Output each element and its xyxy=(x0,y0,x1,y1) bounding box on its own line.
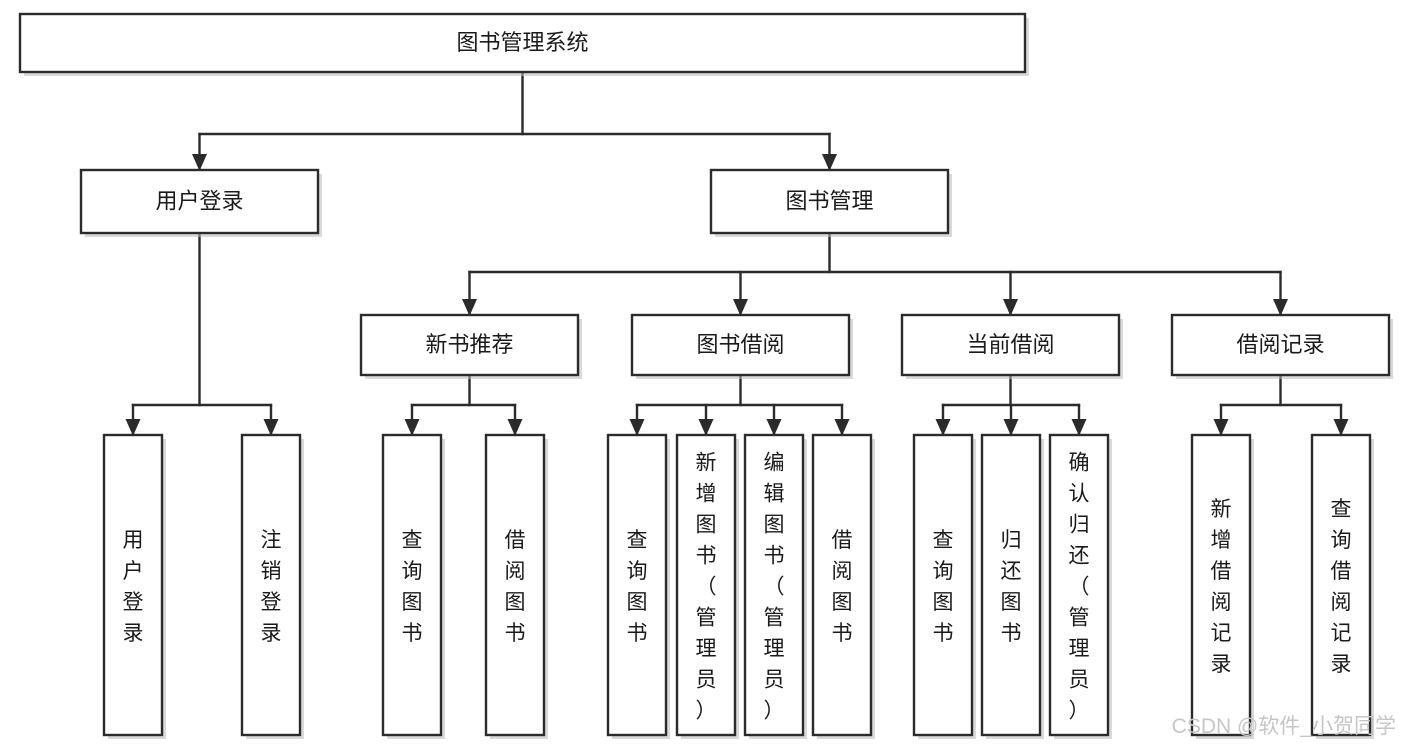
node-leaf-add-borrow-record[interactable]: 新增借阅记录 xyxy=(1190,433,1254,739)
node-box[interactable] xyxy=(240,433,302,737)
node-box[interactable] xyxy=(675,433,737,737)
node-leaf-confirm-return-admin[interactable]: 确认归还（管理员） xyxy=(1048,433,1112,739)
node-leaf-add-book-admin[interactable]: 新增图书（管理员） xyxy=(675,433,739,739)
node-box[interactable] xyxy=(359,313,580,377)
arrow-head-icon xyxy=(1003,419,1019,436)
node-box[interactable] xyxy=(1048,433,1110,737)
node-label: 借阅图书 xyxy=(505,529,526,645)
node-box[interactable] xyxy=(811,433,873,737)
node-box[interactable] xyxy=(630,313,851,377)
arrow-head-icon xyxy=(766,419,782,436)
edge-group-borrow-record xyxy=(1213,373,1349,436)
arrow-head-icon xyxy=(629,419,645,436)
node-label: 确认归还（管理员） xyxy=(1069,452,1090,723)
node-box[interactable] xyxy=(743,433,805,737)
node-new-book-recommend[interactable]: 新书推荐 xyxy=(359,313,582,379)
node-book-borrow[interactable]: 图书借阅 xyxy=(630,313,853,379)
node-label: 图书管理 xyxy=(785,188,873,213)
node-leaf-borrow-book[interactable]: 借阅图书 xyxy=(811,433,875,739)
arrow-head-icon xyxy=(822,154,837,171)
arrow-head-icon xyxy=(1333,419,1349,436)
node-current-borrow[interactable]: 当前借阅 xyxy=(900,313,1123,379)
arrow-head-icon xyxy=(1003,299,1018,316)
node-root[interactable]: 图书管理系统 xyxy=(18,12,1029,76)
node-label: 编辑图书（管理员） xyxy=(764,452,785,723)
node-leaf-user-login[interactable]: 用户登录 xyxy=(102,433,166,739)
node-leaf-borrow-book-recommend[interactable]: 借阅图书 xyxy=(484,433,548,739)
arrow-head-icon xyxy=(1273,299,1288,316)
node-box[interactable] xyxy=(102,433,164,737)
node-boxes: 图书管理系统用户登录图书管理新书推荐图书借阅当前借阅借阅记录用户登录注销登录查询… xyxy=(18,12,1393,739)
node-label: 借阅记录 xyxy=(1236,332,1324,357)
node-leaf-query-book-recommend[interactable]: 查询图书 xyxy=(381,433,445,739)
node-label: 用户登录 xyxy=(123,529,144,645)
arrow-head-icon xyxy=(1071,419,1087,436)
csdn-watermark: CSDN @软件_小贺同学 xyxy=(1172,715,1396,738)
node-box[interactable] xyxy=(1310,433,1372,737)
node-book-manage[interactable]: 图书管理 xyxy=(709,168,952,237)
arrow-head-icon xyxy=(462,299,477,316)
edge-group-book-manage xyxy=(462,231,1288,316)
arrow-head-icon xyxy=(698,419,714,436)
node-label: 注销登录 xyxy=(261,529,282,645)
node-box[interactable] xyxy=(900,313,1121,377)
node-box[interactable] xyxy=(381,433,443,737)
arrow-head-icon xyxy=(935,419,951,436)
node-label: 查询借阅记录 xyxy=(1331,498,1352,676)
node-label: 查询图书 xyxy=(402,529,423,645)
node-label: 查询图书 xyxy=(933,529,954,645)
node-label: 归还图书 xyxy=(1001,529,1022,645)
node-label: 图书借阅 xyxy=(696,332,784,357)
node-box[interactable] xyxy=(606,433,668,737)
node-label: 新书推荐 xyxy=(425,332,513,357)
edge-group-root xyxy=(192,70,837,171)
arrow-head-icon xyxy=(263,419,279,436)
connector-edges xyxy=(125,70,1349,436)
arrow-head-icon xyxy=(507,419,523,436)
node-leaf-logout-login[interactable]: 注销登录 xyxy=(240,433,304,739)
arrow-head-icon xyxy=(733,299,748,316)
edge-group-book-borrow xyxy=(629,373,850,436)
edge-group-current-borrow xyxy=(935,373,1087,436)
node-label: 图书管理系统 xyxy=(456,30,588,55)
node-user-login[interactable]: 用户登录 xyxy=(79,168,322,237)
node-label: 查询图书 xyxy=(627,529,648,645)
arrow-head-icon xyxy=(192,154,207,171)
node-label: 借阅图书 xyxy=(832,529,853,645)
node-box[interactable] xyxy=(980,433,1042,737)
node-box[interactable] xyxy=(709,168,950,235)
edge-group-new-book-recommend xyxy=(404,373,523,436)
arrow-head-icon xyxy=(1213,419,1229,436)
node-box[interactable] xyxy=(1170,313,1391,377)
node-leaf-query-book-borrow[interactable]: 查询图书 xyxy=(606,433,670,739)
node-leaf-query-borrow-record[interactable]: 查询借阅记录 xyxy=(1310,433,1374,739)
arrow-head-icon xyxy=(404,419,420,436)
arrow-head-icon xyxy=(834,419,850,436)
node-label: 新增借阅记录 xyxy=(1211,498,1232,676)
node-label: 新增图书（管理员） xyxy=(696,452,717,723)
node-box[interactable] xyxy=(484,433,546,737)
node-box[interactable] xyxy=(79,168,320,235)
node-box[interactable] xyxy=(912,433,974,737)
node-leaf-return-book[interactable]: 归还图书 xyxy=(980,433,1044,739)
node-label: 当前借阅 xyxy=(966,332,1054,357)
edge-group-user-login xyxy=(125,231,279,436)
arrow-head-icon xyxy=(125,419,141,436)
node-leaf-query-book-current[interactable]: 查询图书 xyxy=(912,433,976,739)
node-box[interactable] xyxy=(1190,433,1252,737)
node-borrow-record[interactable]: 借阅记录 xyxy=(1170,313,1393,379)
node-label: 用户登录 xyxy=(155,188,243,213)
node-box[interactable] xyxy=(18,12,1027,74)
node-leaf-edit-book-admin[interactable]: 编辑图书（管理员） xyxy=(743,433,807,739)
